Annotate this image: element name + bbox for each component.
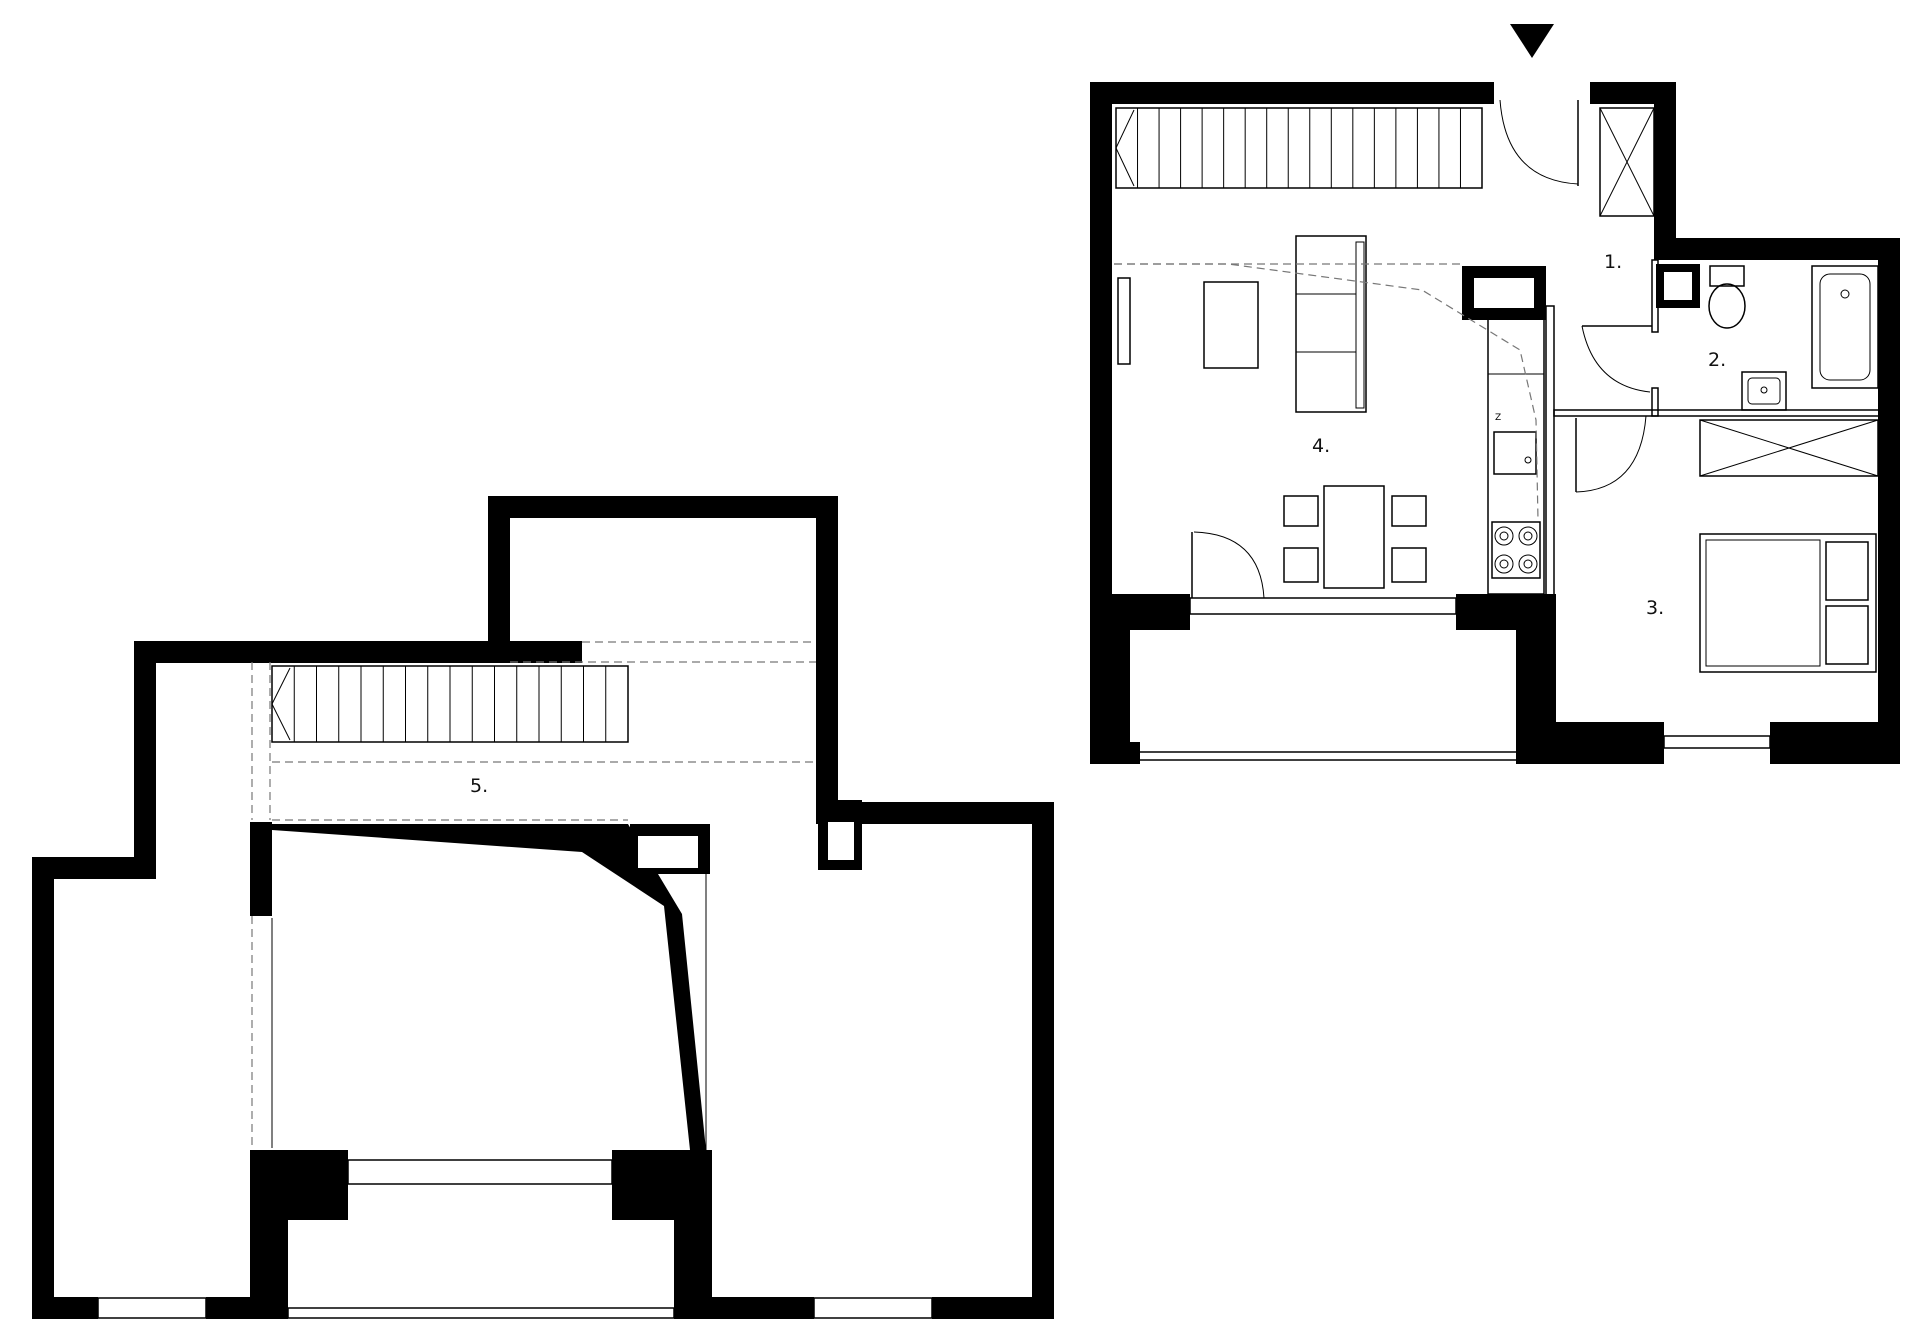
tv-stand xyxy=(1117,277,1131,365)
washbasin xyxy=(1741,371,1787,411)
chair xyxy=(1391,495,1427,527)
partition xyxy=(1651,259,1659,333)
staircase xyxy=(1115,107,1483,189)
burner xyxy=(1494,526,1514,546)
bedroom-door xyxy=(1575,415,1647,493)
window xyxy=(1189,597,1457,615)
room-label-1: 1. xyxy=(1604,251,1622,273)
window xyxy=(347,1159,613,1185)
wall xyxy=(1456,594,1556,630)
chair xyxy=(1283,495,1319,527)
partition xyxy=(1651,387,1659,417)
chair xyxy=(1283,547,1319,583)
stair-treads xyxy=(293,666,607,742)
pillow xyxy=(1825,541,1869,601)
wardrobe xyxy=(1599,107,1655,217)
stair-treads xyxy=(1137,108,1461,188)
window xyxy=(813,1297,933,1319)
balcony-rail xyxy=(1127,751,1521,761)
room-label-2: 2. xyxy=(1708,349,1726,371)
burners xyxy=(1494,526,1538,574)
wall xyxy=(1516,630,1556,764)
partition xyxy=(1545,305,1555,607)
window xyxy=(97,1297,207,1319)
burner-inner xyxy=(1499,531,1509,541)
sofa xyxy=(1295,235,1367,413)
stair-arrow xyxy=(1115,109,1135,187)
coffee-table xyxy=(1203,281,1259,369)
kitchen-sink xyxy=(1493,431,1537,475)
room-label-5: 5. xyxy=(470,775,488,797)
toilet xyxy=(1708,283,1746,329)
wall xyxy=(1090,82,1112,764)
entrance-door xyxy=(1499,99,1579,185)
bedroom-wardrobe xyxy=(1699,419,1879,477)
wall xyxy=(1090,82,1494,104)
balcony-door xyxy=(1193,531,1265,599)
wall xyxy=(1878,238,1900,764)
lower-floor xyxy=(32,496,1054,1319)
burner-inner xyxy=(1499,559,1509,569)
room-labels: 1. 2. 3. 4. 5. xyxy=(470,251,1726,797)
toilet-tank xyxy=(1709,265,1745,287)
chair xyxy=(1391,547,1427,583)
wall xyxy=(1654,238,1900,260)
window xyxy=(1663,735,1771,749)
room-label-4: 4. xyxy=(1312,435,1330,457)
stair-arrow xyxy=(271,667,291,741)
shaft xyxy=(1474,278,1534,308)
bathtub xyxy=(1811,265,1879,389)
burner xyxy=(1494,554,1514,574)
fridge-mark: Z xyxy=(1495,413,1501,423)
wall xyxy=(1770,722,1900,764)
bathroom-door xyxy=(1581,325,1651,393)
upper-floor: Z xyxy=(1090,24,1900,764)
burner-inner xyxy=(1523,559,1533,569)
burner xyxy=(1518,526,1538,546)
dining-table xyxy=(1323,485,1385,589)
balcony-rail xyxy=(287,1307,675,1319)
wall xyxy=(1654,82,1676,242)
cooktop xyxy=(1491,521,1541,579)
double-bed xyxy=(1699,533,1877,673)
burner-inner xyxy=(1523,531,1533,541)
burner xyxy=(1518,554,1538,574)
room-label-3: 3. xyxy=(1646,597,1664,619)
pillow xyxy=(1825,605,1869,665)
kitchen-counter xyxy=(1487,317,1545,595)
shaft xyxy=(1664,272,1692,300)
entrance-triangle xyxy=(1510,24,1554,58)
partition xyxy=(1553,409,1885,417)
wall xyxy=(1110,594,1130,764)
